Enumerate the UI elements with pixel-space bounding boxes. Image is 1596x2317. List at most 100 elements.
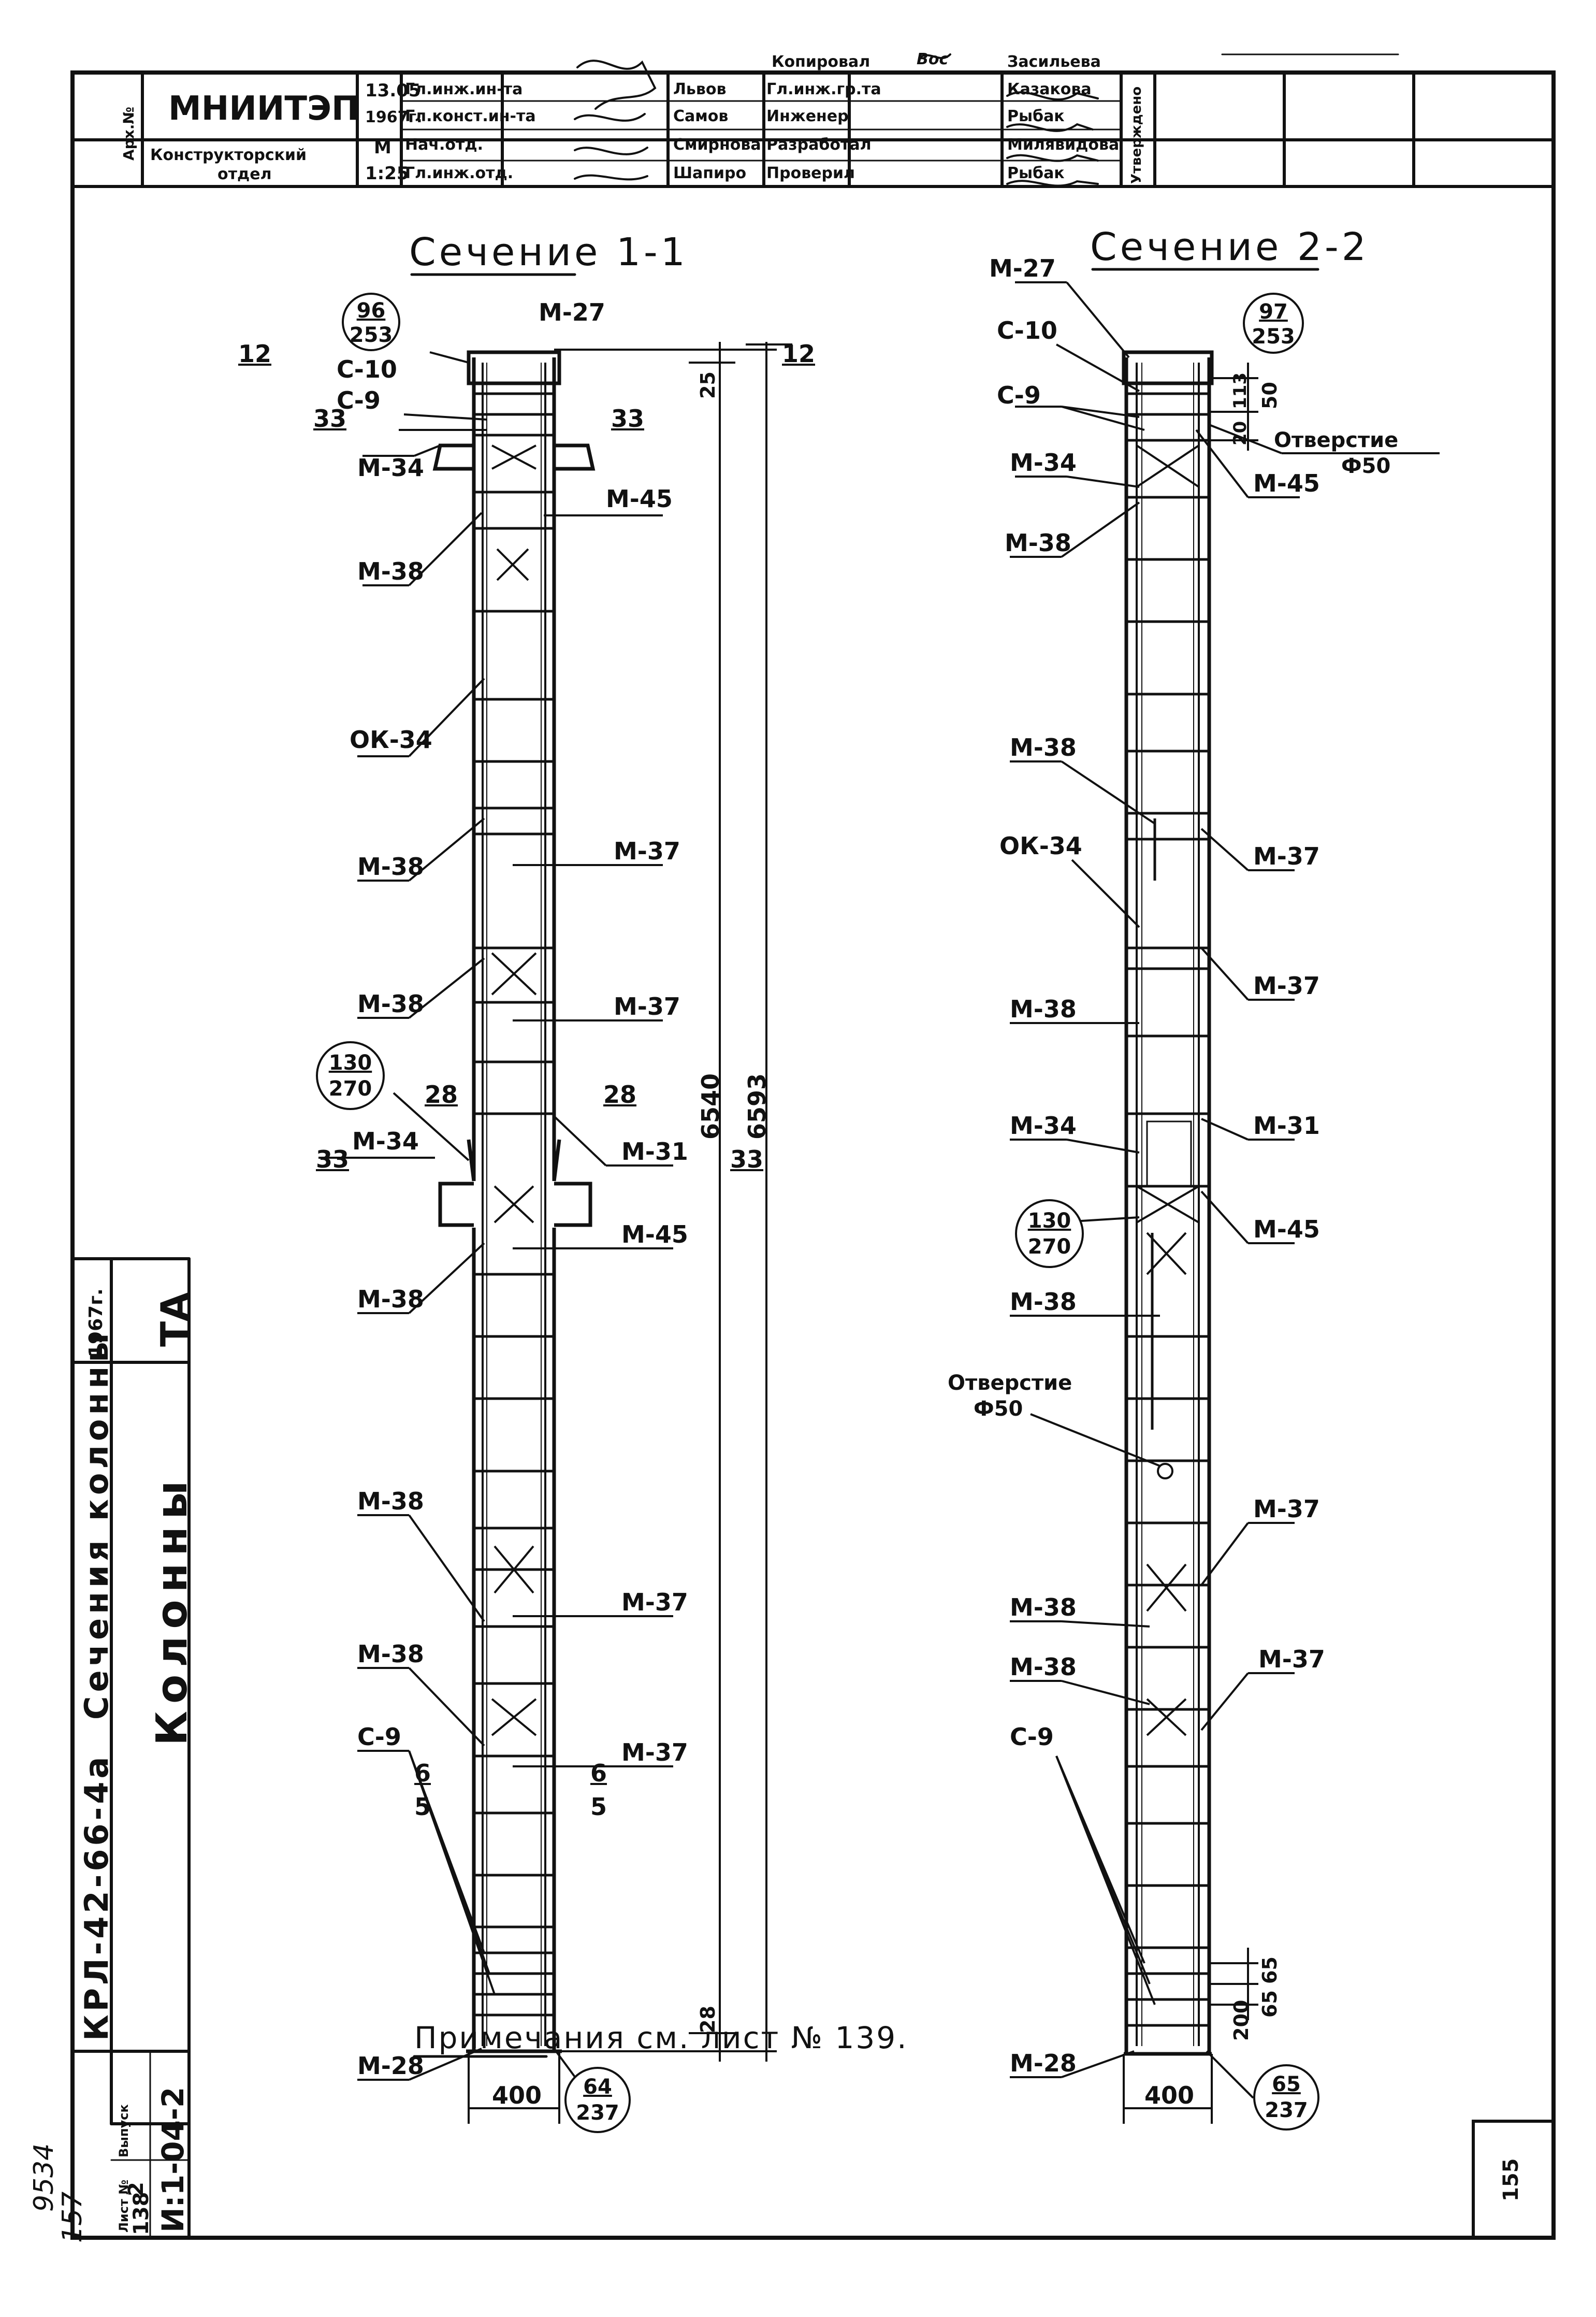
s1-mark-6-left: 6 [414,1759,431,1787]
department-label: Конструкторский [150,146,307,164]
copied-label: Копировал [772,53,870,71]
s2-label-m38-a: М-38 [1005,529,1071,557]
s1-mark-28-right: 28 [603,1081,637,1109]
department-label-2: отдел [217,165,272,183]
s1-dim-total2: 6593 [743,1073,771,1140]
s1-label-c10: С-10 [337,355,397,383]
s1-label-m34-mid: М-34 [352,1127,419,1155]
s1-label-m38-d: М-38 [357,1285,424,1313]
tb-row2-name: Самов [673,107,729,125]
s2-hole-diameter-bot: Ф50 [974,1397,1023,1421]
s1-label-m37-b: М-37 [614,992,680,1020]
arch-no-label: Арх.№ [120,106,137,161]
s1-label-m27: М-27 [539,298,605,326]
s2-label-m27: М-27 [989,254,1056,282]
s2-label-m38-b: М-38 [1010,733,1077,761]
side-org: ТА [153,1292,196,1347]
s2-label-m34-top: М-34 [1010,449,1077,477]
s2-callout-mid-num: 130 [1027,1209,1071,1233]
s2-label-m31: М-31 [1253,1112,1320,1140]
s1-label-m37-d: М-37 [621,1738,688,1766]
s1-mark-5-right: 5 [590,1793,607,1821]
s1-callout-bot-den: 237 [576,2101,619,2125]
s1-label-m38-a: М-38 [357,557,424,585]
institute-name: МНИИТЭП [168,90,359,128]
s2-dim-width: 400 [1144,2081,1195,2109]
s2-label-m37-a: М-37 [1253,842,1320,870]
s2-dim-bottom-c: 200 [1230,1999,1253,2041]
side-sheet: 138 [129,2192,153,2236]
column-1-cross-ties [491,444,537,1736]
s1-label-m45-mid: М-45 [621,1220,688,1248]
s2-callout-top: 97 253 [1243,293,1304,354]
s1-label-m38-f: М-38 [357,1640,424,1668]
s2-callout-top-den: 253 [1252,325,1295,349]
s1-dim-total: 6540 [697,1073,724,1140]
s2-label-c9: С-9 [997,381,1041,409]
s2-callout-bot-num: 65 [1272,2073,1301,2096]
s2-hole-label-top: Отверстие [1274,428,1399,452]
s1-label-m38-e: М-38 [357,1487,424,1515]
approved-stamp: Утверждено [1129,86,1144,184]
s1-label-m37-a: М-37 [614,837,680,865]
tb-row4-name2: Рыбак [1007,164,1065,182]
side-title-main: Колонны [148,1473,197,1746]
s1-label-m28: М-28 [357,2052,424,2080]
copied-signature: Вос [917,50,949,68]
s1-mark-6-right: 6 [590,1759,607,1787]
s2-hole-label-bot: Отверстие [948,1371,1072,1395]
s1-callout-top: 96 253 [342,293,400,351]
tb-row2-role2: Инженер [766,107,849,125]
s1-mark-12-right: 12 [782,340,816,368]
s1-dim-top-offset: 25 [697,371,719,399]
side-block-frame [71,1257,191,2239]
s2-dim-top-b: 20 [1230,421,1251,445]
copied-name: Засильева [1007,53,1101,71]
s1-label-c9-bot: С-9 [357,1723,401,1751]
s1-label-ok34: ОК-34 [350,726,432,754]
s1-callout-bot-num: 64 [583,2075,612,2099]
column-2-cross-ties [1136,444,1200,1736]
s1-callout-top-den: 253 [349,323,393,347]
s2-label-m37-d: М-37 [1258,1645,1325,1673]
s1-callout-mid-den: 270 [328,1077,372,1101]
s2-callout-mid: 130 270 [1015,1199,1084,1268]
side-mark: КРЛ-42-66-4а [78,1753,115,2041]
s1-label-m45-top: М-45 [606,485,673,513]
s2-label-c10: С-10 [997,316,1057,344]
tb-row2-name2: Рыбак [1007,107,1065,125]
s1-callout-mid-num: 130 [328,1051,372,1075]
signatures [574,53,1099,187]
section-2-title: Сечение 2-2 [1090,225,1369,269]
section-2-leaders [1010,281,1440,2099]
scale-label: М [374,137,391,158]
s1-mark-33-mid-right: 33 [730,1145,764,1173]
s2-label-m37-b: М-37 [1253,972,1320,1000]
column-2-stirrups [1126,392,1209,2027]
s1-label-m37-c: М-37 [621,1588,688,1616]
tb-row3-role: Нач.отд. [405,136,483,154]
tb-row1-name2: Казакова [1007,80,1092,98]
s1-mark-28-left: 28 [425,1081,458,1109]
s1-mark-5-left: 5 [414,1793,431,1821]
s2-hole-diameter-top: Ф50 [1341,454,1391,478]
tb-row2-role: Гл.конст.ин-та [405,107,536,125]
s2-label-m28: М-28 [1010,2049,1077,2077]
s2-dim-bottom-a: 65 [1258,1956,1281,1984]
column-1-outline [466,350,562,2053]
column-2-hole [1157,1463,1173,1479]
s1-callout-top-num: 96 [356,299,386,323]
s2-callout-bot-den: 237 [1265,2098,1308,2122]
side-issue-label: Выпуск [117,2104,131,2157]
side-sheet-label: Лист № [117,2179,131,2233]
page-number: 155 [1499,2158,1523,2202]
s2-label-m45-mid: М-45 [1253,1215,1320,1243]
s1-mark-33-mid-left: 33 [316,1145,350,1173]
section-1-dimensions [468,342,792,2124]
date-day: 13.05 [365,80,421,101]
s1-label-m38-c: М-38 [357,990,424,1018]
s1-dim-width: 400 [492,2081,542,2109]
tb-row1-role2: Гл.инж.гр.та [766,80,881,98]
column-1-brackets [432,443,596,1227]
tb-row1-role: Гл.инж.ин-та [405,80,523,98]
